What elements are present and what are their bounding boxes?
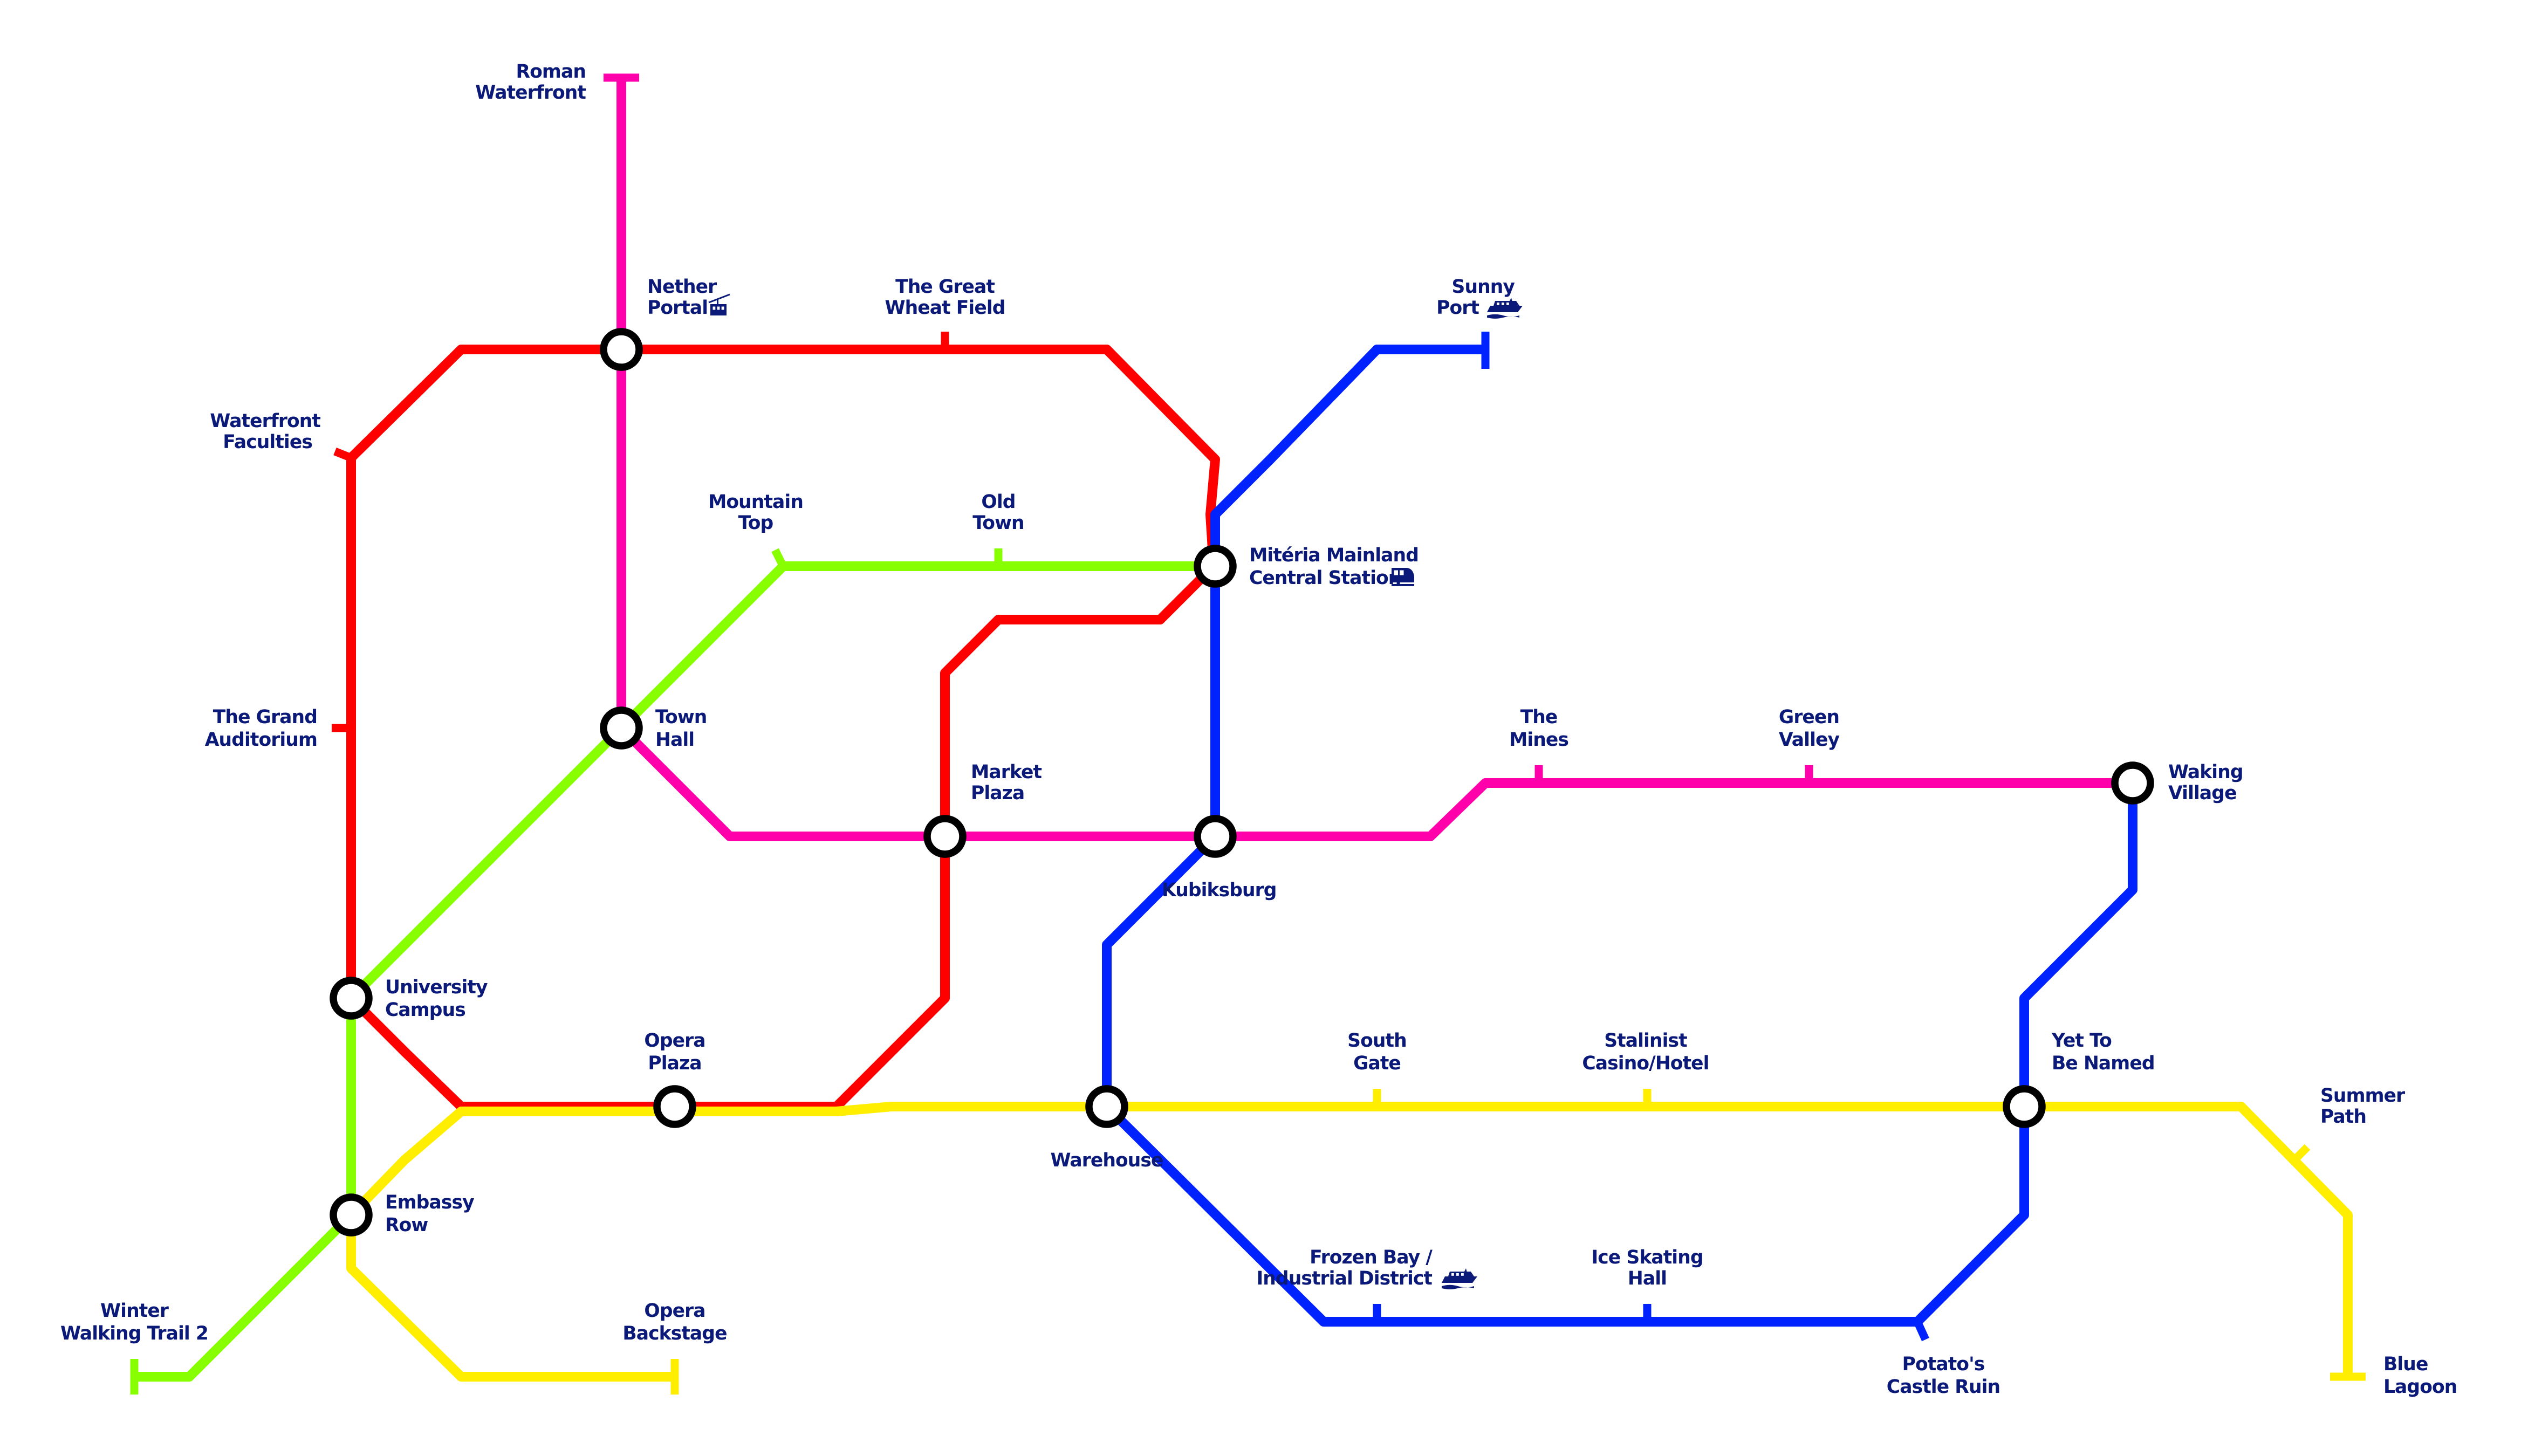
tick-mountain-top bbox=[771, 548, 787, 568]
cable-car-icon bbox=[708, 293, 730, 316]
ferry-icon bbox=[1441, 1268, 1477, 1289]
station-waking-village[interactable] bbox=[2111, 761, 2154, 805]
station-opera-plaza[interactable] bbox=[653, 1085, 696, 1128]
red-line bbox=[331, 332, 1220, 1111]
station-university-campus[interactable] bbox=[330, 977, 373, 1020]
station-yet-to-be-named[interactable] bbox=[2003, 1085, 2046, 1128]
interchange-stations bbox=[330, 328, 2154, 1237]
station-kubiksburg[interactable] bbox=[1194, 815, 1237, 858]
tick-waterfront-faculties bbox=[333, 448, 353, 462]
station-market-plaza[interactable] bbox=[923, 815, 967, 858]
station-town-hall[interactable] bbox=[600, 706, 643, 750]
station-miteria-central[interactable] bbox=[1194, 545, 1237, 588]
station-warehouse[interactable] bbox=[1085, 1085, 1128, 1128]
label-frozen-bay[interactable]: Frozen Bay /Industrial District bbox=[1256, 1247, 1433, 1289]
station-embassy-row[interactable] bbox=[330, 1193, 373, 1237]
tick-summer-path bbox=[2291, 1144, 2311, 1163]
green-line bbox=[130, 548, 1215, 1395]
label-kubiksburg[interactable]: Kubiksburg bbox=[1162, 880, 1277, 901]
tick-potatos-castle-ruin bbox=[1914, 1320, 1929, 1342]
yellow-line bbox=[346, 1088, 2366, 1395]
station-nether-portal[interactable] bbox=[600, 328, 643, 371]
magenta-line bbox=[603, 73, 2133, 841]
ferry-icon bbox=[1486, 298, 1523, 319]
train-icon bbox=[1391, 568, 1414, 586]
label-warehouse[interactable]: Warehouse bbox=[1050, 1150, 1163, 1171]
